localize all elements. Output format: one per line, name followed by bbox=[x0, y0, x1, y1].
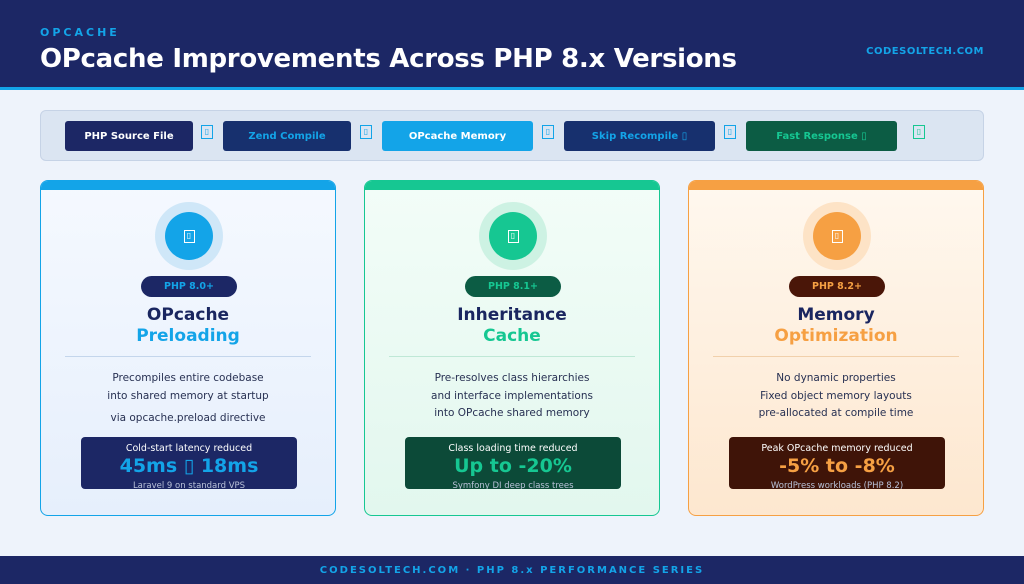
stat-box: Cold-start latency reduced 45ms ▯ 18ms L… bbox=[81, 437, 297, 489]
stat-box: Class loading time reduced Up to -20% Sy… bbox=[405, 437, 621, 489]
stat-note: Symfony DI deep class trees bbox=[452, 481, 574, 489]
glyph-icon: ▯ bbox=[507, 229, 519, 243]
stage-label: OPcache Memory bbox=[408, 130, 507, 142]
divider bbox=[713, 356, 959, 357]
card-subtitle: Optimization bbox=[774, 326, 898, 346]
card-desc-line: into OPcache shared memory bbox=[434, 407, 590, 419]
card-preloading: ▯ PHP 8.0+ OPcache Preloading Precompile… bbox=[40, 180, 336, 516]
brand-link[interactable]: CODESOLTECH.COM bbox=[866, 46, 984, 57]
stat-note: WordPress workloads (PHP 8.2) bbox=[770, 481, 904, 489]
stage-opcache-memory: OPcache Memory bbox=[382, 121, 533, 151]
stage-label: Skip Recompile ▯ bbox=[591, 130, 688, 142]
stage-skip-recompile: Skip Recompile ▯ bbox=[564, 121, 715, 151]
stat-label: Peak OPcache memory reduced bbox=[761, 443, 913, 454]
card-accent-bar bbox=[689, 181, 983, 190]
stat-value: Up to -20% bbox=[454, 455, 572, 477]
card-desc-line: No dynamic properties bbox=[776, 372, 896, 384]
card-desc-line: and interface implementations bbox=[431, 390, 593, 402]
version-badge: PHP 8.0+ bbox=[141, 276, 237, 297]
stage-zend-compile: Zend Compile bbox=[223, 121, 351, 151]
card-accent-bar bbox=[365, 181, 659, 190]
stage-label: Zend Compile bbox=[248, 130, 326, 142]
divider bbox=[65, 356, 311, 357]
glyph-icon: ▯ bbox=[183, 229, 195, 243]
arrow-icon: ▯ bbox=[542, 125, 554, 139]
stage-label: PHP Source File bbox=[84, 130, 174, 142]
card-memory-optimization: ▯ PHP 8.2+ Memory Optimization No dynami… bbox=[688, 180, 984, 516]
footer-text: CODESOLTECH.COM · PHP 8.x PERFORMANCE SE… bbox=[319, 564, 705, 576]
pipeline-bar: PHP Source File ▯ Zend Compile ▯ OPcache… bbox=[40, 110, 984, 161]
card-title: OPcache bbox=[146, 305, 230, 325]
page-title: OPcache Improvements Across PHP 8.x Vers… bbox=[40, 44, 737, 74]
card-desc-line: Precompiles entire codebase bbox=[112, 372, 264, 384]
card-title: Memory bbox=[797, 305, 875, 325]
arrow-icon: ▯ bbox=[360, 125, 372, 139]
arrow-icon: ▯ bbox=[724, 125, 736, 139]
header: OPCACHE OPcache Improvements Across PHP … bbox=[0, 0, 1024, 90]
divider bbox=[389, 356, 635, 357]
icon-circle: ▯ bbox=[813, 212, 861, 260]
card-accent-bar bbox=[41, 181, 335, 190]
card-desc-line: into shared memory at startup bbox=[107, 390, 269, 402]
card-desc-line: pre-allocated at compile time bbox=[758, 407, 914, 419]
card-title: Inheritance bbox=[457, 305, 567, 325]
card-subtitle: Preloading bbox=[136, 326, 240, 346]
glyph-icon: ▯ bbox=[831, 229, 843, 243]
arrow-icon: ▯ bbox=[201, 125, 213, 139]
stat-value: -5% to -8% bbox=[779, 455, 895, 477]
footer: CODESOLTECH.COM · PHP 8.x PERFORMANCE SE… bbox=[0, 556, 1024, 584]
card-subtitle: Cache bbox=[483, 326, 541, 346]
stat-label: Cold-start latency reduced bbox=[125, 443, 253, 454]
version-badge: PHP 8.2+ bbox=[789, 276, 885, 297]
eyebrow: OPCACHE bbox=[40, 26, 120, 39]
stage-fast-response: Fast Response ▯ bbox=[746, 121, 897, 151]
arrow-icon: ▯ bbox=[913, 125, 925, 139]
stat-value: 45ms ▯ 18ms bbox=[119, 455, 259, 477]
icon-circle: ▯ bbox=[489, 212, 537, 260]
icon-circle: ▯ bbox=[165, 212, 213, 260]
stat-label: Class loading time reduced bbox=[448, 443, 578, 454]
stat-note: Laravel 9 on standard VPS bbox=[132, 481, 246, 489]
card-desc-line: Fixed object memory layouts bbox=[760, 390, 912, 402]
stat-box: Peak OPcache memory reduced -5% to -8% W… bbox=[729, 437, 945, 489]
card-desc-line: Pre-resolves class hierarchies bbox=[434, 372, 590, 384]
card-desc-line: via opcache.preload directive bbox=[110, 412, 266, 424]
stage-label: Fast Response ▯ bbox=[776, 130, 867, 142]
version-badge: PHP 8.1+ bbox=[465, 276, 561, 297]
stage-php-source: PHP Source File bbox=[65, 121, 193, 151]
card-inheritance-cache: ▯ PHP 8.1+ Inheritance Cache Pre-resolve… bbox=[364, 180, 660, 516]
